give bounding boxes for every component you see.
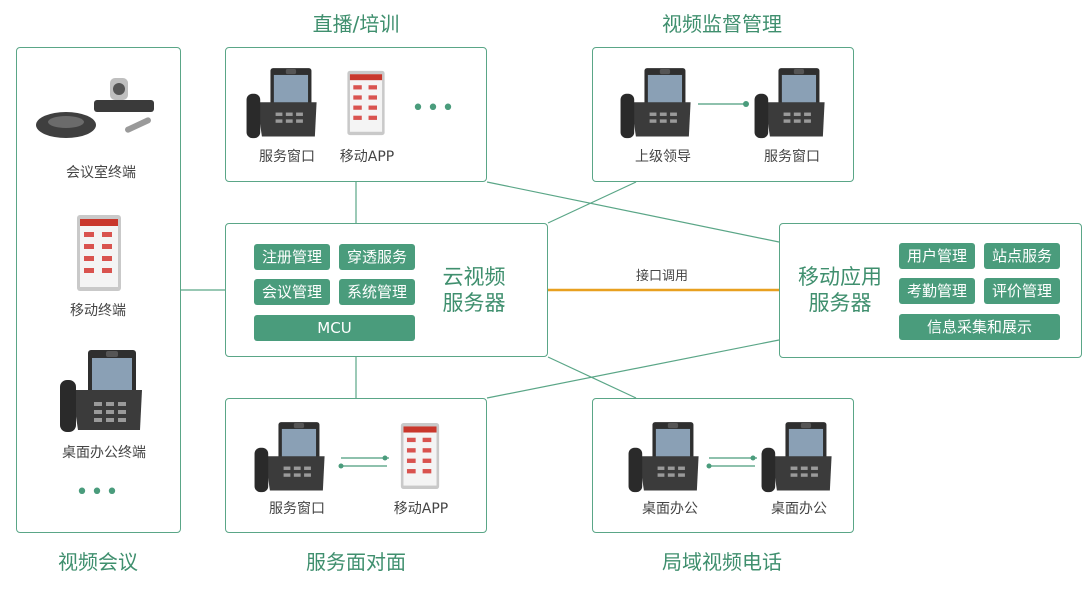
cloud-server-name-line1: 云视频 — [442, 265, 506, 289]
video-phone-icon — [754, 68, 825, 139]
title-lan-video-phone: 局域视频电话 — [662, 550, 782, 574]
video-phone-icon — [254, 422, 325, 493]
label-desk-office-b: 桌面办公 — [771, 501, 827, 517]
link-cloud-to-supervision — [547, 181, 637, 224]
api-call-label: 接口调用 — [635, 269, 689, 284]
mobile-device-icon — [400, 422, 440, 490]
label-mobile-app: 移动APP — [339, 149, 395, 165]
module-info-collection: 信息采集和展示 — [899, 314, 1060, 340]
module-attendance: 考勤管理 — [899, 278, 975, 304]
arrow-link-icon — [698, 101, 749, 107]
label-service-window: 服务窗口 — [259, 149, 315, 165]
module-penetration: 穿透服务 — [339, 244, 415, 270]
label-service-window: 服务窗口 — [764, 149, 820, 165]
module-registration: 注册管理 — [254, 244, 330, 270]
mobile-device-icon — [347, 70, 385, 136]
label-superior-leader: 上级领导 — [635, 149, 691, 165]
label-desk-office-a: 桌面办公 — [642, 501, 698, 517]
module-system: 系统管理 — [339, 279, 415, 305]
label-desktop-terminal: 桌面办公终端 — [62, 445, 146, 461]
video-phone-icon — [60, 350, 142, 432]
title-face-to-face: 服务面对面 — [306, 550, 406, 574]
mobile-server-name-line1: 移动应用 — [798, 265, 882, 289]
mobile-server-name-line2: 服务器 — [808, 291, 872, 315]
label-mobile-terminal: 移动终端 — [70, 303, 126, 319]
arrow-link-icon — [706, 455, 757, 469]
module-site-service: 站点服务 — [984, 243, 1060, 269]
cloud-server-name-line2: 服务器 — [442, 291, 506, 315]
more-terminals: ••• — [75, 480, 121, 505]
mobile-server-name: 移动应用 服务器 — [790, 264, 890, 316]
module-evaluation: 评价管理 — [984, 278, 1060, 304]
arrow-link-icon — [338, 455, 389, 469]
link-live-to-mobile-server — [486, 181, 780, 243]
label-meeting-room-terminal: 会议室终端 — [66, 165, 136, 181]
video-phone-icon — [620, 68, 691, 139]
mobile-device-icon — [77, 215, 121, 291]
cloud-server-name: 云视频 服务器 — [424, 264, 524, 316]
video-phone-icon — [246, 68, 317, 139]
video-phone-icon — [761, 422, 832, 493]
module-meeting: 会议管理 — [254, 279, 330, 305]
module-mcu: MCU — [254, 315, 415, 341]
link-face-to-mobile-server — [486, 339, 780, 399]
video-phone-icon — [628, 422, 699, 493]
title-video-conference: 视频会议 — [58, 550, 138, 574]
title-live-training: 直播/培训 — [312, 12, 400, 36]
more-live: ••• — [411, 96, 457, 121]
conference-room-icon — [36, 78, 154, 138]
label-mobile-app: 移动APP — [393, 501, 449, 517]
module-user-management: 用户管理 — [899, 243, 975, 269]
label-service-window: 服务窗口 — [269, 501, 325, 517]
title-video-supervision: 视频监督管理 — [662, 12, 782, 36]
